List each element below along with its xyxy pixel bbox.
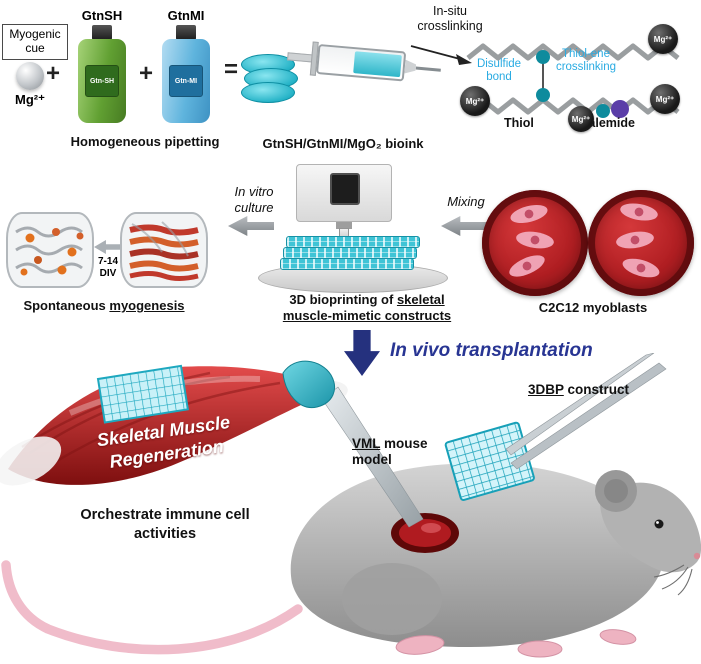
plus-operator-1: +: [46, 60, 61, 87]
syringe-bioink-content: [353, 51, 402, 78]
printed-slab-icon: [280, 258, 414, 270]
bottle-icon: Gtn-MI: [162, 25, 210, 127]
invitro-arrow-icon: [228, 216, 274, 236]
mature-myofiber-pattern: [129, 221, 199, 281]
construct-cylinder-mature: [120, 212, 208, 288]
thiol-dot: [536, 88, 550, 102]
insitu-arrow-icon: [410, 45, 472, 65]
mg-ion-badge: Mg²⁺: [650, 84, 680, 114]
mg-ion-badge: Mg²⁺: [648, 24, 678, 54]
bioink-disk-icon: [241, 82, 295, 103]
construct-cylinder-early: [6, 212, 94, 288]
gtnsh-bottle: GtnSH Gtn-SH: [72, 8, 132, 127]
bottle-cap-icon: [176, 25, 196, 40]
thiol-dot: [596, 104, 610, 118]
plus-operator-2: +: [139, 60, 154, 87]
petri-dish: [588, 190, 694, 296]
caption-part-underlined: myogenesis: [109, 298, 185, 313]
pipetting-caption: Homogeneous pipetting: [70, 134, 220, 149]
printer-screen-icon: [330, 173, 360, 205]
disulfide-label: Disulfide bond: [476, 58, 522, 84]
tendon-left: [0, 436, 62, 486]
mouse-eye-icon: [654, 519, 664, 529]
myoblast-cell-icon: [618, 200, 660, 224]
syringe-barrel-icon: [315, 43, 407, 82]
transplant-label: In vivo transplantation: [390, 340, 593, 361]
div-arrow-icon: [94, 240, 120, 254]
mg-ion-caption: Mg²⁺: [15, 92, 45, 107]
gtnmi-bottle: GtnMI Gtn-MI: [156, 8, 216, 127]
gtnmi-bottle-title: GtnMI: [167, 8, 205, 23]
myoblast-cell-icon: [506, 250, 548, 282]
mg-ion-sphere-icon: [16, 62, 44, 90]
bottle-body: Gtn-SH: [78, 39, 126, 123]
label-part: mouse model: [352, 436, 428, 468]
thiol-label: Thiol: [504, 116, 534, 130]
myoblasts-caption: C2C12 myoblasts: [538, 300, 648, 315]
bioprinting-caption: 3D bioprinting of skeletal muscle-mimeti…: [272, 292, 462, 325]
label-part-underlined: VML: [352, 436, 381, 451]
mixing-arrow-label: Mixing: [447, 194, 485, 209]
myoblast-cell-icon: [515, 229, 555, 251]
printer-arm-icon: [336, 222, 352, 229]
label-part-underlined: 3DBP: [528, 382, 564, 397]
caption-part: 3D bioprinting of: [289, 292, 397, 307]
mouse-illustration: [290, 463, 701, 658]
myoblast-cell-icon: [620, 255, 662, 281]
early-myotube-mesh: [15, 226, 84, 276]
vml-wound-icon: [391, 513, 459, 553]
myogenic-cue-label: Myogenic cue: [2, 24, 68, 60]
mg-ion-badge: Mg²⁺: [460, 86, 490, 116]
invitro-arrow-label: In vitro culture: [234, 184, 274, 215]
disulfide-bond-dot: [536, 50, 550, 64]
scalpel-icon: [282, 360, 424, 528]
bottle-label: Gtn-SH: [85, 65, 119, 97]
equals-operator: =: [224, 56, 239, 83]
bioink-construct-stack-icon: [241, 54, 299, 103]
label-part: construct: [563, 382, 630, 397]
tweezers-icon: [505, 353, 667, 470]
div-arrow-label: 7-14 DIV: [97, 256, 118, 279]
invivo-scene: [0, 353, 701, 658]
bottle-body: Gtn-MI: [162, 39, 210, 123]
mouse-whiskers: [653, 564, 693, 596]
bottle-cap-icon: [92, 25, 112, 40]
myogenesis-caption: Spontaneous myogenesis: [0, 298, 208, 314]
mouse-nose-icon: [693, 552, 701, 560]
polymer-network-diagram: [466, 43, 680, 118]
immune-activities-text: Orchestrate immune cell activities: [80, 507, 250, 542]
mg-ion-badge: Mg²⁺: [568, 106, 594, 132]
mouse-foot-icon: [395, 635, 445, 655]
vml-label: VML mouse model: [352, 436, 436, 468]
mixing-arrow-icon: [441, 216, 487, 236]
gtnsh-bottle-title: GtnSH: [81, 8, 123, 23]
petri-dish: [482, 190, 588, 296]
mouse-hind-thigh: [342, 563, 442, 635]
mouse-foot-icon: [517, 640, 563, 658]
construct-label: 3DBP construct: [528, 382, 629, 397]
mouse-tail: [1, 560, 303, 655]
myoblast-cell-icon: [508, 201, 550, 227]
bottle-label: Gtn-MI: [169, 65, 203, 97]
transplant-construct-icon: [444, 421, 535, 501]
thiolene-label: Thiol-ene crosslinking: [555, 48, 617, 74]
maleimide-dot: [611, 100, 629, 118]
mouse-foot-icon: [599, 629, 637, 645]
caption-part-underlined: skeletal muscle-mimetic constructs: [282, 292, 452, 324]
engrafted-construct-patch: [96, 364, 189, 424]
caption-part: Spontaneous: [23, 298, 110, 313]
bottle-icon: Gtn-SH: [78, 25, 126, 127]
insitu-arrow-label: In-situ crosslinking: [417, 4, 483, 33]
myoblast-cell-icon: [615, 229, 655, 251]
bioink-caption: GtnSH/GtnMI/MgO₂ bioink: [262, 136, 424, 151]
bioprinter-icon: [296, 164, 392, 222]
